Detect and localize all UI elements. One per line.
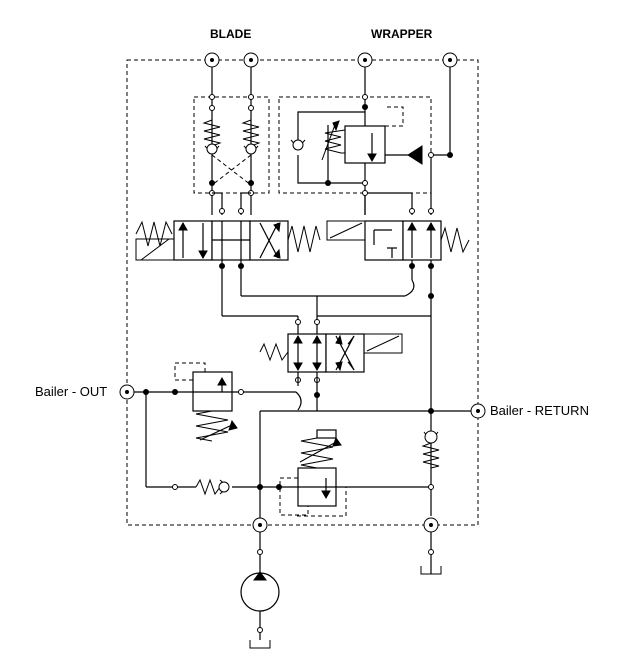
port-bailer-out	[119, 384, 135, 400]
port-blade-a	[204, 52, 220, 68]
blade-check-valve-block	[193, 96, 270, 194]
relief-check-lower	[195, 478, 230, 496]
port-bailer-return	[470, 403, 486, 419]
blade-spring-right	[241, 119, 261, 147]
wrapper-relief-valve	[321, 106, 404, 164]
bailer-directional-valve	[259, 333, 403, 373]
port-blade-b	[243, 52, 259, 68]
pump-icon	[240, 532, 280, 649]
blade-check-left-icon	[204, 143, 220, 155]
tank-icon	[420, 532, 442, 575]
wrapper-directional-valve	[326, 220, 470, 261]
label-wrapper: WRAPPER	[371, 27, 433, 41]
label-bailer-return: Bailer - RETURN	[490, 403, 589, 418]
blade-directional-valve	[135, 220, 321, 261]
port-tank	[423, 517, 439, 533]
wrapper-valve-block	[278, 96, 432, 194]
manifold-boundary	[126, 59, 479, 526]
pressure-relief-valve-center	[279, 429, 347, 517]
blade-check-right-icon	[243, 143, 259, 155]
pressure-reducing-valve-left	[174, 362, 238, 442]
label-blade: BLADE	[210, 27, 252, 41]
wrapper-solenoid-icon	[385, 145, 423, 165]
port-wrapper-b	[442, 52, 458, 68]
port-pressure	[252, 517, 268, 533]
blade-spring-left	[202, 119, 222, 147]
internal-lines	[221, 260, 432, 516]
label-bailer-out: Bailer - OUT	[35, 384, 108, 399]
wrapper-check-icon	[290, 139, 306, 151]
return-check-valve	[421, 430, 440, 469]
port-wrapper-a	[357, 52, 373, 68]
